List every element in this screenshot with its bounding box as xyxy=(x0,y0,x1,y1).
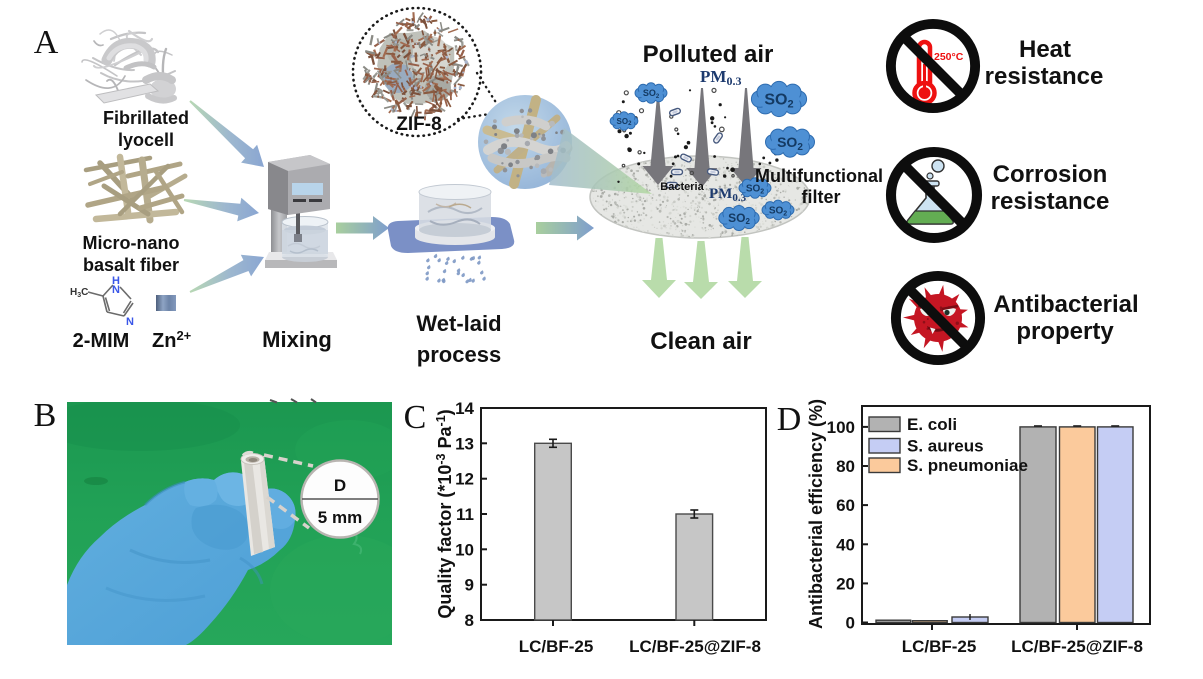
svg-text:9: 9 xyxy=(465,576,474,595)
svg-text:SO2: SO2 xyxy=(728,211,750,226)
svg-text:SO2: SO2 xyxy=(769,206,787,218)
svg-text:40: 40 xyxy=(836,535,855,554)
svg-text:SO2: SO2 xyxy=(643,88,660,100)
svg-text:resistance: resistance xyxy=(985,63,1104,90)
svg-text:Quality factor (*10-3 Pa-1): Quality factor (*10-3 Pa-1) xyxy=(434,409,455,618)
svg-text:60: 60 xyxy=(836,496,855,515)
svg-text:basalt fiber: basalt fiber xyxy=(83,255,179,275)
svg-text:E. coli: E. coli xyxy=(907,415,957,434)
svg-text:N: N xyxy=(112,284,120,296)
svg-text:Multifunctional: Multifunctional xyxy=(755,166,883,186)
svg-text:lyocell: lyocell xyxy=(118,130,174,150)
svg-text:SO2: SO2 xyxy=(746,184,764,196)
svg-text:100: 100 xyxy=(827,418,855,437)
svg-text:Wet-laid: Wet-laid xyxy=(416,311,501,336)
svg-text:D: D xyxy=(334,476,346,495)
svg-text:Mixing: Mixing xyxy=(262,327,332,352)
svg-text:Fibrillated: Fibrillated xyxy=(103,108,189,128)
svg-text:13: 13 xyxy=(455,434,474,453)
svg-text:filter: filter xyxy=(801,187,840,207)
svg-text:11: 11 xyxy=(456,505,474,524)
svg-text:H: H xyxy=(112,275,120,287)
svg-text:B: B xyxy=(34,397,57,434)
svg-text:LC/BF-25@ZIF-8: LC/BF-25@ZIF-8 xyxy=(629,637,761,656)
svg-text:80: 80 xyxy=(836,457,855,476)
svg-text:Corrosion: Corrosion xyxy=(993,161,1108,188)
svg-text:8: 8 xyxy=(465,611,474,630)
svg-text:LC/BF-25: LC/BF-25 xyxy=(519,637,594,656)
svg-text:Heat: Heat xyxy=(1019,36,1071,63)
svg-text:0: 0 xyxy=(846,614,855,633)
svg-text:5 mm: 5 mm xyxy=(318,508,362,527)
svg-text:C: C xyxy=(404,399,427,436)
svg-text:Clean air: Clean air xyxy=(650,328,751,355)
svg-text:S. aureus: S. aureus xyxy=(907,437,984,456)
svg-text:Antibacterial efficiency (%): Antibacterial efficiency (%) xyxy=(806,399,826,629)
svg-text:Bacteria: Bacteria xyxy=(660,181,704,193)
svg-text:20: 20 xyxy=(836,574,855,593)
svg-text:D: D xyxy=(777,401,802,438)
svg-text:process: process xyxy=(417,342,501,367)
svg-text:14: 14 xyxy=(455,399,474,418)
svg-text:SO2: SO2 xyxy=(617,117,633,127)
svg-text:Micro-nano: Micro-nano xyxy=(83,233,180,253)
svg-text:property: property xyxy=(1016,318,1114,345)
svg-text:ZIF-8: ZIF-8 xyxy=(396,114,441,135)
svg-text:LC/BF-25: LC/BF-25 xyxy=(902,637,977,656)
svg-text:250°C: 250°C xyxy=(934,51,964,63)
svg-text:Antibacterial: Antibacterial xyxy=(993,291,1138,318)
svg-text:SO2: SO2 xyxy=(777,134,803,153)
svg-text:SO2: SO2 xyxy=(764,92,793,111)
svg-text:Polluted air: Polluted air xyxy=(643,41,774,68)
svg-text:12: 12 xyxy=(455,470,474,489)
svg-text:2-MIM: 2-MIM xyxy=(73,330,130,352)
svg-text:A: A xyxy=(34,24,59,61)
svg-text:N: N xyxy=(126,316,134,328)
svg-text:10: 10 xyxy=(455,540,474,559)
svg-text:resistance: resistance xyxy=(991,188,1110,215)
svg-text:H3C: H3C xyxy=(70,287,88,299)
svg-text:S. pneumoniae: S. pneumoniae xyxy=(907,456,1028,475)
svg-text:LC/BF-25@ZIF-8: LC/BF-25@ZIF-8 xyxy=(1011,637,1143,656)
